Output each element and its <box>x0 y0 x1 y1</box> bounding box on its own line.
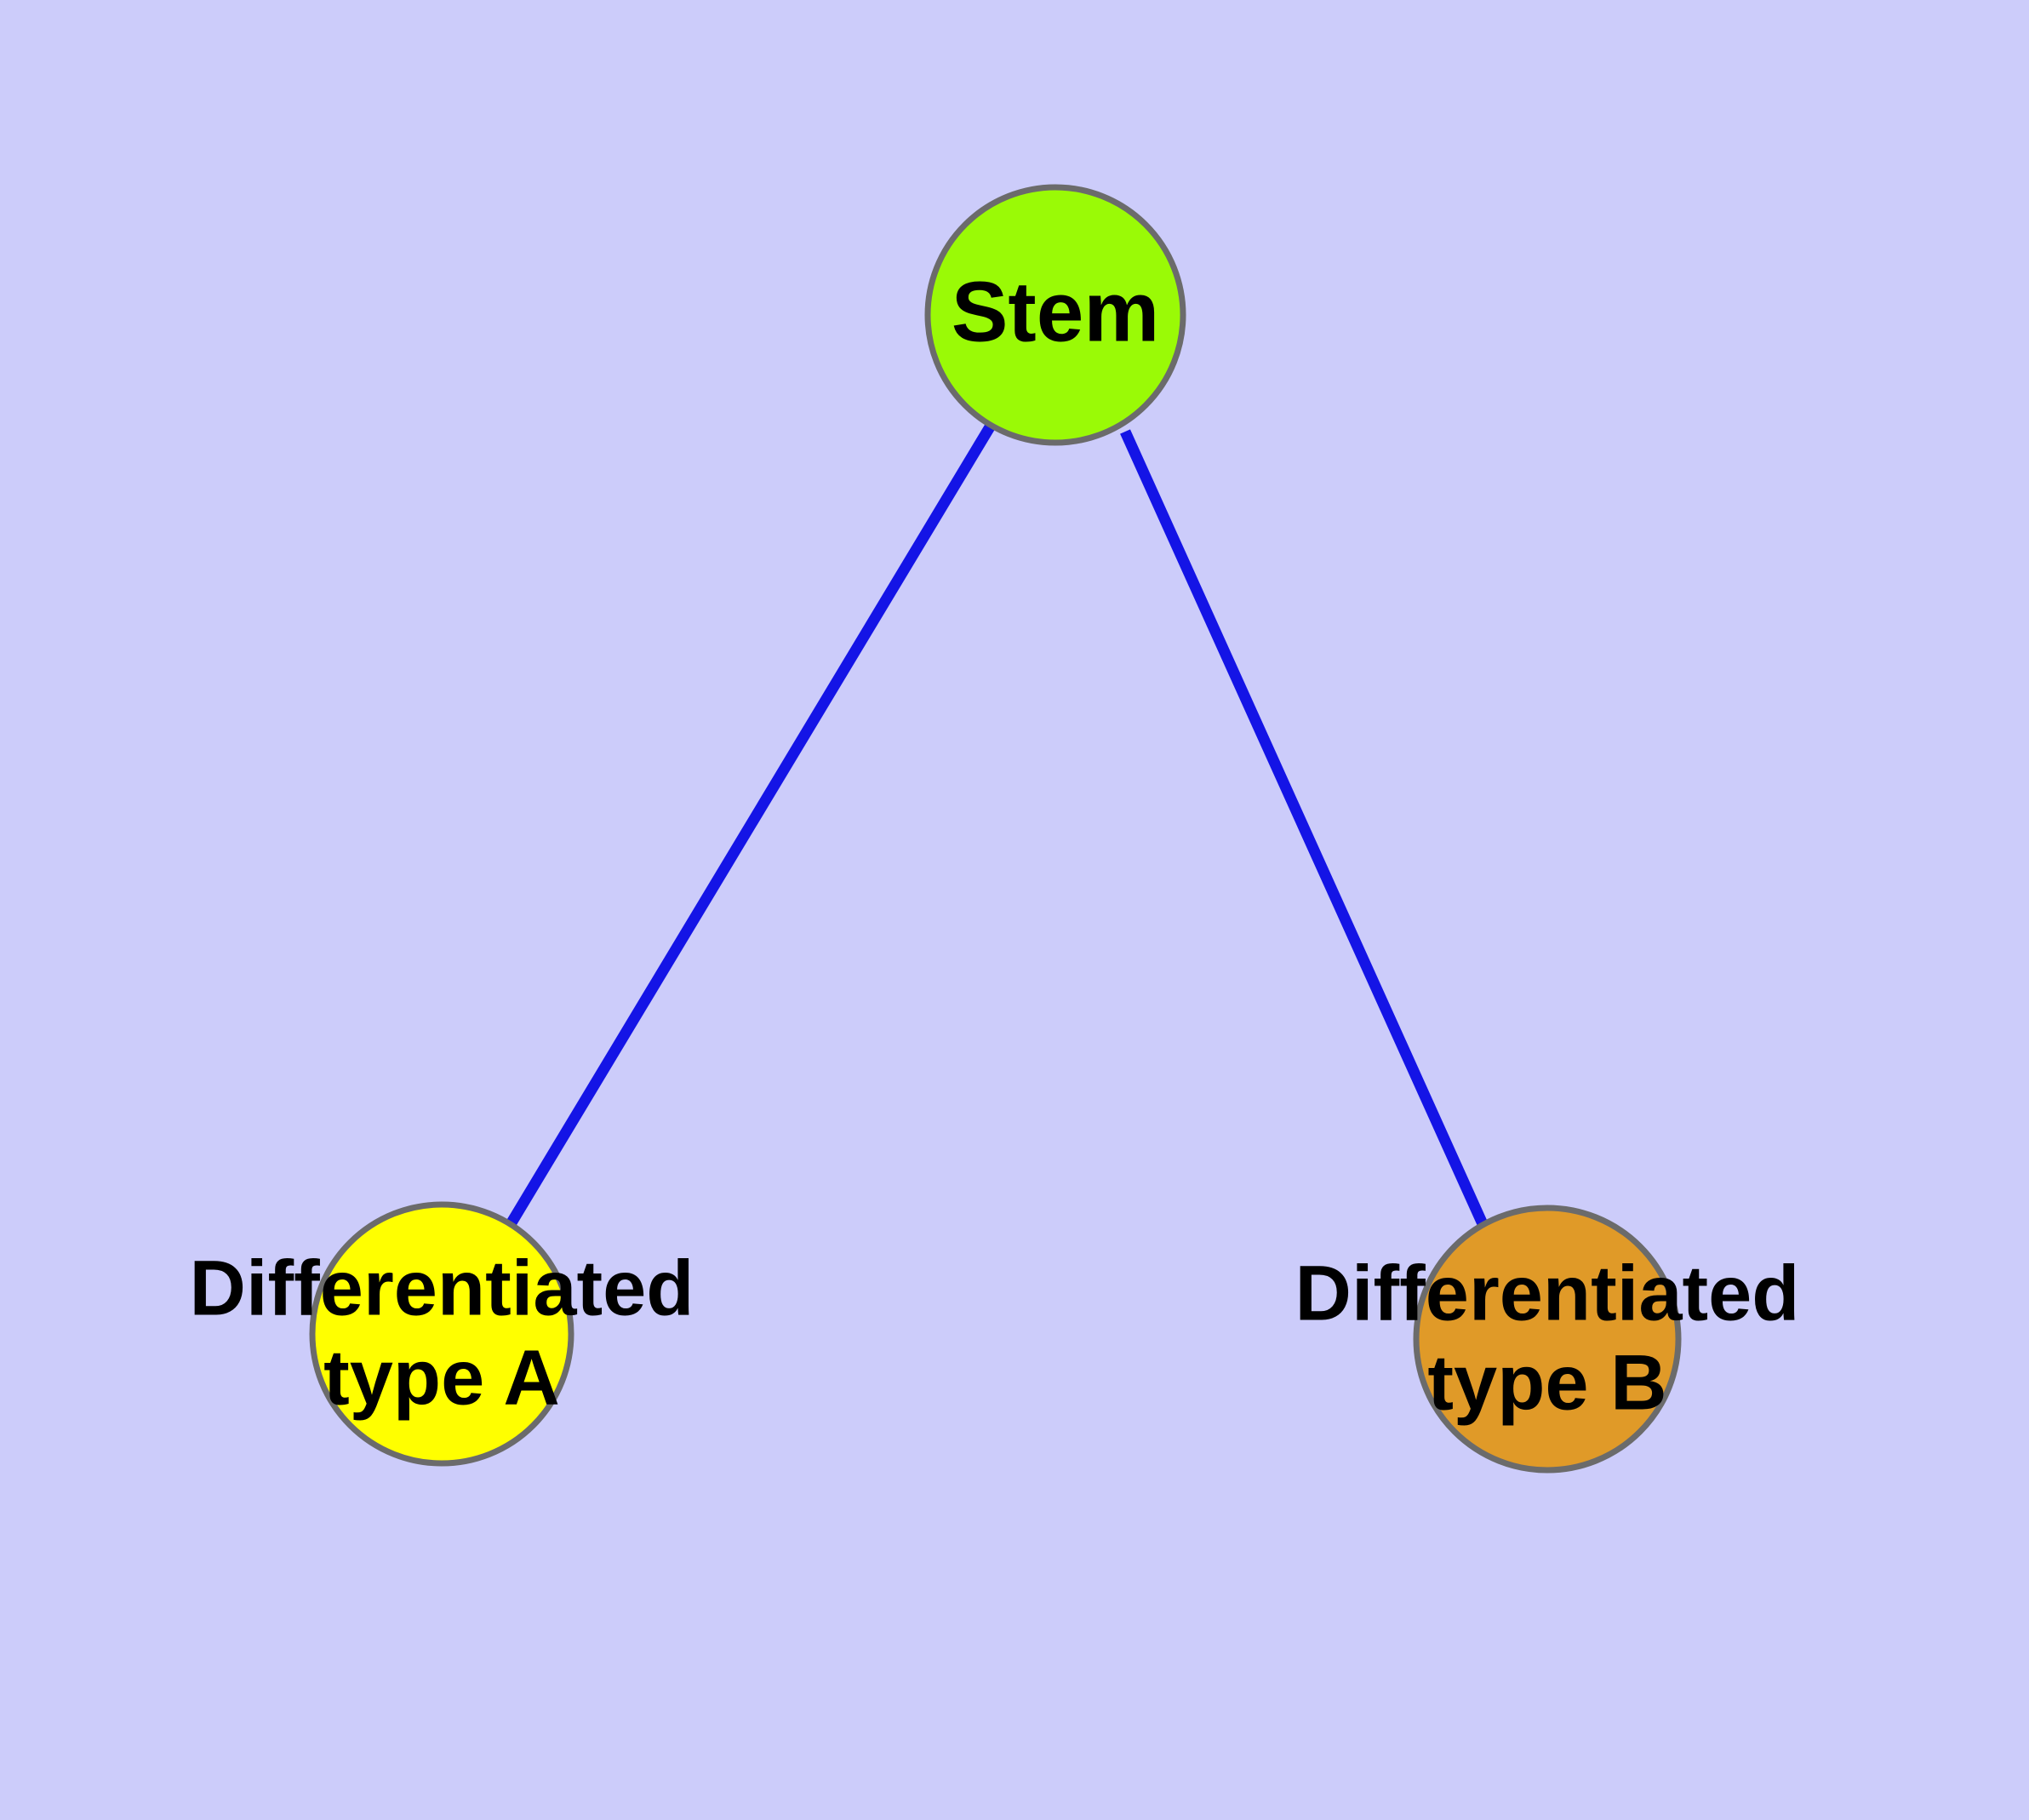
node-stem-circle[interactable] <box>924 184 1186 446</box>
edge-stem-to-differentiated-type-b[interactable] <box>1120 429 1489 1228</box>
node-differentiated-type-b-label-line2: type B <box>1427 1339 1666 1426</box>
node-differentiated-type-a[interactable]: Differentiated type A <box>190 1201 694 1467</box>
node-stem-label: Stem <box>952 264 1160 359</box>
node-differentiated-type-b[interactable]: Differentiated type B <box>1295 1205 1800 1474</box>
node-differentiated-type-a-label-line2: type A <box>323 1334 560 1421</box>
edge-layer <box>506 422 1489 1228</box>
edge-stem-to-differentiated-type-a[interactable] <box>506 422 996 1228</box>
node-layer: Stem Differentiated type A Differentiate… <box>190 184 1800 1474</box>
node-differentiated-type-a-label-line1: Differentiated <box>190 1245 694 1331</box>
node-differentiated-type-b-circle[interactable] <box>1413 1205 1682 1474</box>
node-differentiated-type-a-circle[interactable] <box>309 1201 574 1467</box>
node-stem[interactable]: Stem <box>924 184 1186 446</box>
node-differentiated-type-b-label-line1: Differentiated <box>1295 1250 1800 1336</box>
